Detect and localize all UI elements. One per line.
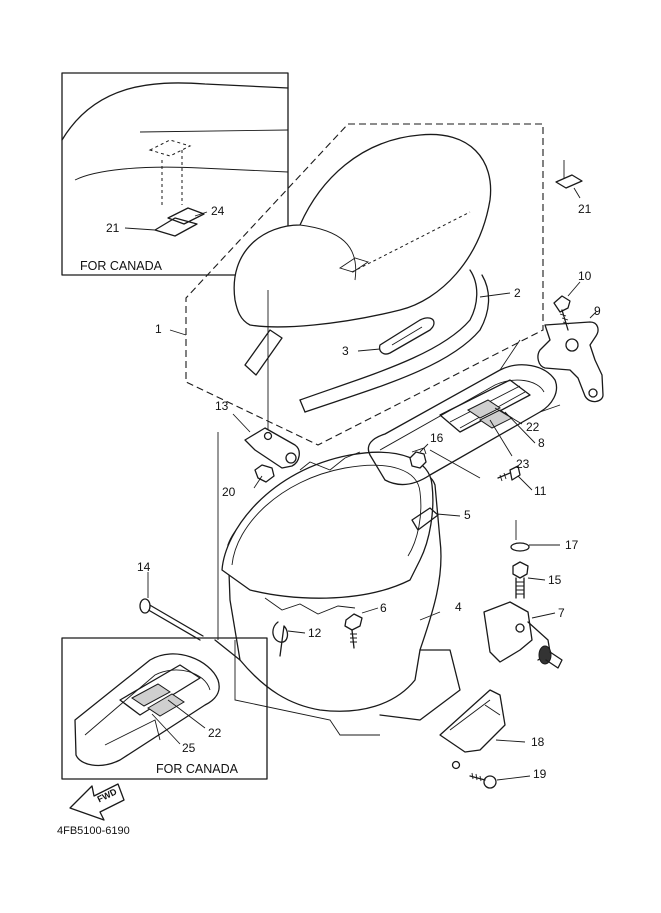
inset-top-frame xyxy=(61,72,289,276)
fwd-arrow: FWD xyxy=(69,783,125,821)
callout-18: 18 xyxy=(531,735,545,749)
callout-4: 4 xyxy=(455,600,462,614)
decal-24-inset xyxy=(167,207,205,225)
decal-21-inset xyxy=(154,217,198,237)
cover-18 xyxy=(439,689,506,753)
callout-1: 1 xyxy=(155,322,162,336)
inset-bottom-frame xyxy=(61,637,268,780)
callout-2: 2 xyxy=(514,286,521,300)
seat-lock xyxy=(483,601,563,669)
rear-carrier xyxy=(367,339,561,486)
callout-19: 19 xyxy=(533,767,547,781)
callout-3: 3 xyxy=(342,344,349,358)
washer-17 xyxy=(510,542,530,552)
plate-13 xyxy=(244,427,300,483)
bolt-11 xyxy=(497,465,521,482)
callout-14: 14 xyxy=(137,560,151,574)
inset-carrier-pad-25 xyxy=(147,693,185,717)
leader-lines xyxy=(147,187,597,781)
screw-19 xyxy=(451,760,497,789)
clip-12 xyxy=(272,621,289,657)
callout-12: 12 xyxy=(308,626,322,640)
callout-20: 20 xyxy=(222,485,236,499)
callout-22-inset: 22 xyxy=(208,726,222,740)
inset-carrier-frame xyxy=(74,653,220,767)
callout-8: 8 xyxy=(538,436,545,450)
carrier-pad-22 xyxy=(467,399,501,419)
callout-17: 17 xyxy=(565,538,579,552)
inset-bottom-caption: FOR CANADA xyxy=(156,762,239,776)
nut-20 xyxy=(254,464,275,483)
seat xyxy=(233,133,492,328)
callout-6: 6 xyxy=(380,601,387,615)
carrier-frame xyxy=(367,364,558,486)
callout-25-inset: 25 xyxy=(182,741,196,755)
callout-24-inset: 24 xyxy=(211,204,225,218)
inset-carrier-pad-22 xyxy=(131,683,171,707)
bracket xyxy=(537,321,604,403)
seat-assembly-boundary xyxy=(185,123,544,446)
fwd-arrow-icon xyxy=(69,783,125,821)
nut-16 xyxy=(409,451,427,469)
callout-5: 5 xyxy=(464,508,471,522)
inset-bottom: 22 25 FOR CANADA xyxy=(61,637,268,780)
callout-11: 11 xyxy=(534,484,547,498)
storage-liner xyxy=(221,451,439,615)
rod-14 xyxy=(139,598,204,641)
callout-10: 10 xyxy=(578,269,592,283)
callout-7: 7 xyxy=(558,606,565,620)
liner-rim xyxy=(221,451,434,599)
callout-13: 13 xyxy=(215,399,229,413)
diagram-code: 4FB5100-6190 xyxy=(57,825,130,837)
callout-23: 23 xyxy=(516,457,530,471)
callout-15: 15 xyxy=(548,573,562,587)
bolt-10 xyxy=(553,295,571,331)
callout-22: 22 xyxy=(526,420,540,434)
bolt-15 xyxy=(512,561,529,599)
inset-top-caption: FOR CANADA xyxy=(80,259,163,273)
bolt-6 xyxy=(344,613,363,649)
callout-21-inset: 21 xyxy=(106,221,120,235)
callout-9: 9 xyxy=(594,304,601,318)
seat-trim xyxy=(299,269,478,401)
seat-assembly xyxy=(185,123,544,446)
callout-16: 16 xyxy=(430,431,444,445)
decal-21 xyxy=(555,174,583,189)
callout-21: 21 xyxy=(578,202,592,216)
inset-top: 21 24 FOR CANADA xyxy=(61,72,289,276)
